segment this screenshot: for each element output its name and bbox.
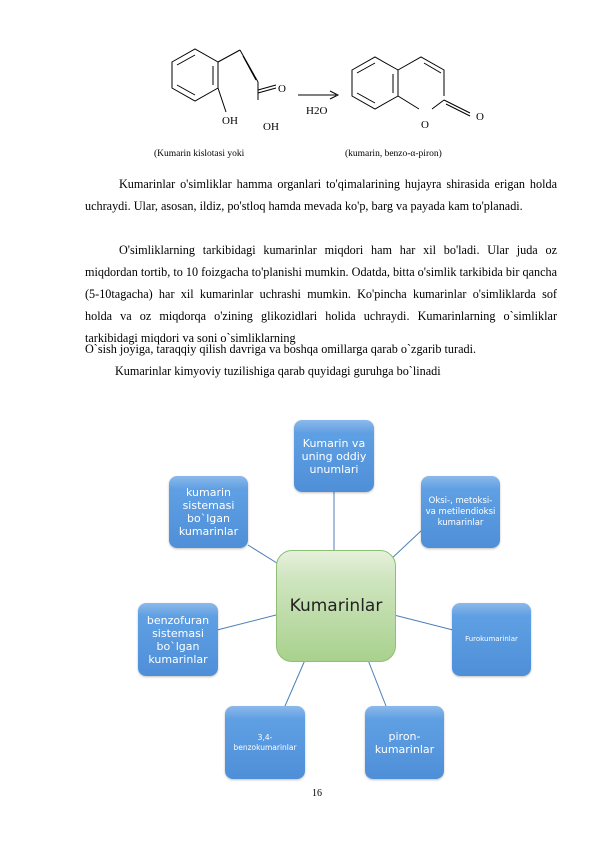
oh-label: OH xyxy=(222,115,238,127)
reaction-scheme: OH OH O H2O O O xyxy=(171,48,484,133)
paragraph-1: Kumarinlar o'simliklar hamma organlari t… xyxy=(85,177,557,213)
pyrone-ring xyxy=(397,56,445,96)
reagent-label: H2O xyxy=(306,105,327,117)
page-number: 16 xyxy=(312,788,322,799)
caption-left: (Kumarin kislotasi yoki xyxy=(154,149,245,159)
oh-label-2: OH xyxy=(263,121,279,133)
node-benzokumarinlar: 3,4-benzokumarinlar xyxy=(225,706,305,779)
side-chain xyxy=(217,49,241,63)
carbonyl-o-left: O xyxy=(278,83,286,95)
ring-oxygen: O xyxy=(421,119,429,131)
node-furokumarinlar: Furokumarinlar xyxy=(452,603,531,676)
carbonyl-oxygen: O xyxy=(476,111,484,123)
node-oksi-metoksi: Oksi-, metoksi- va metilendioksi kumarin… xyxy=(421,476,500,548)
caption-right: (kumarin, benzo-α-piron) xyxy=(345,149,442,159)
node-kumarin-sistemasi: kumarin sistemasi bo`lgan kumarinlar xyxy=(169,476,248,548)
text-line-3: O`sish joyiga, taraqqiy qilish davriga v… xyxy=(85,342,477,356)
text-line-4: Kumarinlar kimyoviy tuzilishiga qarab qu… xyxy=(115,364,441,378)
node-kumarin-oddiy-unumlari: Kumarin va uning oddiy unumlari xyxy=(294,420,374,492)
paragraph-2: O'simliklarning tarkibidagi kumarinlar m… xyxy=(85,243,557,345)
node-benzofuran-sistemasi: benzofuran sistemasi bo`lgan kumarinlar xyxy=(138,603,218,676)
node-piron-kumarinlar: piron-kumarinlar xyxy=(365,706,444,779)
diagram-center-kumarinlar: Kumarinlar xyxy=(276,550,396,662)
